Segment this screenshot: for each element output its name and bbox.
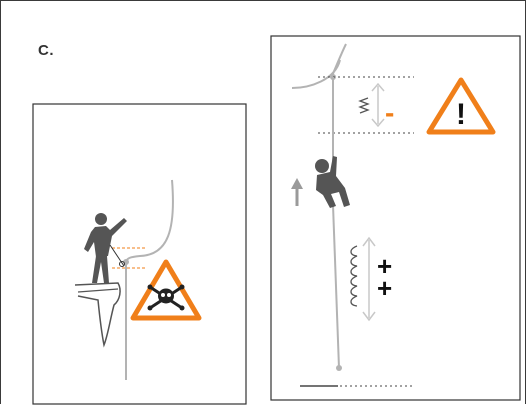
spring-icon	[360, 98, 368, 113]
climber-head	[95, 213, 107, 225]
right-panel: - ! + +	[271, 36, 520, 400]
rope-lower	[333, 205, 339, 368]
plus-sign-lower: +	[377, 273, 392, 303]
long-spring	[351, 246, 357, 306]
minus-sign: -	[385, 97, 394, 128]
cliff-edge-line	[78, 289, 118, 292]
left-panel-border	[33, 104, 246, 404]
top-rope-curve-right	[332, 44, 346, 76]
skull-warning-icon	[133, 262, 199, 318]
standing-climber	[84, 213, 127, 283]
slack-rope	[126, 180, 173, 262]
up-arrow-icon	[291, 178, 303, 206]
climber-torso	[84, 218, 127, 257]
exclamation-mark: !	[456, 98, 466, 131]
left-panel	[33, 104, 246, 404]
hanging-climber	[315, 156, 350, 208]
short-spring-icon	[360, 98, 368, 113]
climber-legs	[92, 256, 109, 283]
long-spring-icon	[351, 246, 357, 306]
rope-end-anchor	[336, 365, 342, 371]
hanging-climber-head	[315, 159, 329, 173]
double-arrow-icon	[372, 84, 384, 126]
right-panel-border	[271, 36, 520, 400]
long-double-arrow-icon	[363, 238, 375, 320]
warning-icon: !	[429, 80, 493, 132]
